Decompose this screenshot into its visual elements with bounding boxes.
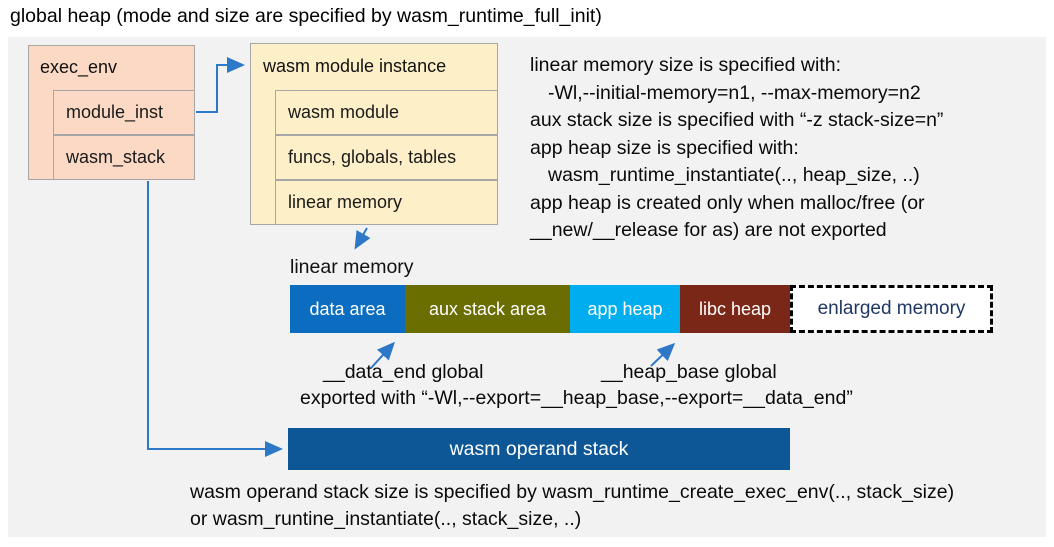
data-end-global-label: __data_end global <box>323 361 484 383</box>
note-line: __new/__release for as) are not exported <box>530 219 887 241</box>
note-line: -Wl,--initial-memory=n1, --max-memory=n2 <box>548 81 921 104</box>
module-instance-field-funcs-globals-tables: funcs, globals, tables <box>275 135 498 180</box>
segment-libc-heap: libc heap <box>680 285 790 333</box>
exec-env-field-wasm-stack: wasm_stack <box>53 135 195 180</box>
segment-data-area: data area <box>290 285 405 333</box>
exec-env-header: exec_env <box>40 57 118 77</box>
segment-app-heap: app heap <box>570 285 680 333</box>
wasm-operand-stack-bar: wasm operand stack <box>288 428 790 470</box>
note-line: wasm_runtime_instantiate(.., heap_size, … <box>548 164 920 186</box>
segment-aux-stack-area: aux stack area <box>405 285 570 333</box>
note-line: or wasm_runtine_instantiate(.., stack_si… <box>190 507 582 530</box>
note-line: aux stack size is specified with “-z sta… <box>530 109 944 131</box>
operand-stack-notes: wasm operand stack size is specified by … <box>190 479 954 532</box>
module-instance-field-wasm-module: wasm module <box>275 90 498 135</box>
memory-size-notes: linear memory size is specified with: -W… <box>530 52 943 245</box>
exec-env-field-module-inst: module_inst <box>53 90 195 135</box>
linear-memory-label: linear memory <box>290 256 414 278</box>
note-line: linear memory size is specified with: <box>530 54 842 76</box>
module-instance-header: wasm module instance <box>263 56 447 76</box>
segment-enlarged-memory: enlarged memory <box>790 285 993 333</box>
module-instance-field-linear-memory: linear memory <box>275 180 498 225</box>
note-line: app heap is created only when malloc/fre… <box>530 191 925 214</box>
note-line: app heap size is specified with: <box>530 136 799 159</box>
heap-base-global-label: __heap_base global <box>601 361 777 383</box>
diagram-title: global heap (mode and size are specified… <box>10 5 602 27</box>
note-line: wasm operand stack size is specified by … <box>190 481 955 503</box>
export-flags-label: exported with “-Wl,--export=__heap_base,… <box>300 387 853 409</box>
